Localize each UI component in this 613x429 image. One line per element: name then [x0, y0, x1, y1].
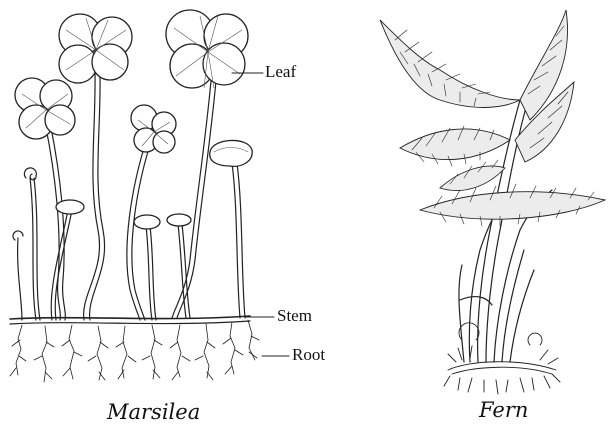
marsilea-leaf [166, 10, 248, 88]
fern-plant [380, 10, 605, 394]
marsilea-plant [10, 10, 259, 382]
marsilea-leaves [15, 10, 252, 166]
stem-label: Stem [277, 306, 312, 326]
marsilea-sporocarps [56, 200, 191, 229]
marsilea-leaf [210, 140, 252, 166]
marsilea-leaf [59, 14, 132, 83]
fern-caption: Fern [479, 398, 528, 422]
fern-fronds [380, 10, 605, 219]
marsilea-rhizome [10, 316, 250, 324]
leaf-label: Leaf [265, 62, 296, 82]
marsilea-leaf [15, 78, 75, 139]
marsilea-caption: Marsilea [107, 400, 200, 424]
root-label: Root [292, 345, 325, 365]
marsilea-roots [10, 320, 259, 382]
marsilea-leaf [131, 105, 176, 153]
